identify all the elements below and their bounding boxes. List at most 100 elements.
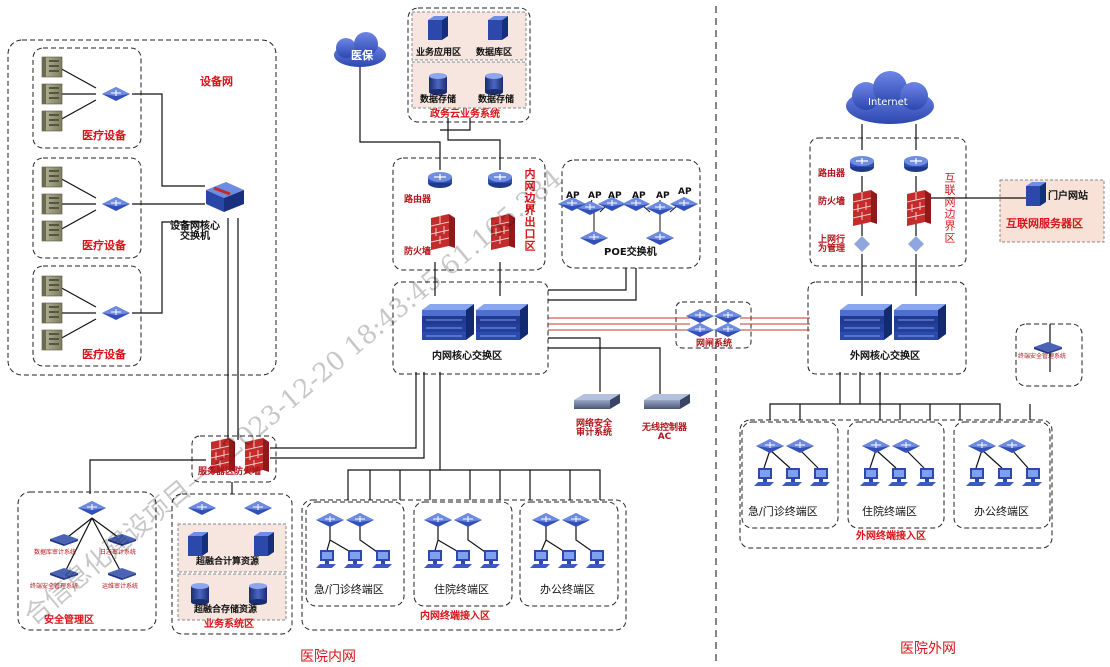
biz-zone-label: 业务系统区	[204, 619, 254, 630]
server-firewall-label: 服务器区防火墙	[198, 467, 262, 477]
sec-mgmt-zone-label: 安全管理区	[44, 615, 94, 626]
medical-device-label: 医疗设备	[82, 348, 126, 361]
router-icon	[903, 155, 929, 173]
hospital-outer-label: 医院外网	[900, 641, 956, 657]
outer-access-zone	[739, 419, 1053, 549]
server-icon	[254, 532, 274, 556]
inner-access-switches	[315, 512, 591, 528]
server-icon	[188, 532, 208, 556]
equipment-network-zone	[7, 39, 277, 376]
term-sec-label: 终端安全管理系统	[30, 583, 79, 590]
router-icon	[849, 155, 875, 173]
outer-access-switches	[755, 438, 1027, 454]
data-store-label: 数据存储	[420, 95, 457, 105]
gateway-icon	[713, 308, 743, 324]
portal-server-icon	[1026, 182, 1046, 206]
core-switch-icon	[421, 303, 475, 341]
ap-label: AP	[566, 191, 580, 201]
medical-device-label: 医疗设备	[82, 239, 126, 252]
wlc-label: 无线控制器 AC	[642, 423, 688, 442]
gov-cloud-zone	[407, 7, 531, 123]
hospital-inner-label: 医院内网	[300, 649, 356, 665]
ap-label: AP	[656, 191, 670, 201]
gateway-icon	[685, 322, 715, 338]
ap-label: AP	[608, 191, 622, 201]
gateway-icon	[713, 322, 743, 338]
biz-app-label: 业务应用区	[416, 48, 462, 58]
db-audit-icon	[50, 534, 78, 546]
outer-inpatient-label: 住院终端区	[862, 505, 917, 518]
database-icon	[429, 73, 447, 95]
switch-icon	[243, 500, 273, 516]
router-label: 路由器	[404, 195, 432, 205]
inet-server-label: 互联网服务器区	[1006, 217, 1083, 230]
switch-icon	[101, 86, 131, 102]
log-audit-label: 日志审计系统	[100, 549, 137, 556]
server-firewall-zone	[191, 435, 277, 483]
core-switch-icon	[839, 303, 893, 341]
server-icon	[488, 16, 508, 40]
netsec-audit-label: 网络安全 审计系统	[576, 419, 613, 438]
outer-core-label: 外网核心交换区	[850, 351, 920, 362]
firewall-icon	[906, 189, 932, 227]
inner-access-pcs	[316, 550, 606, 568]
firewall-label: 防火墙	[404, 247, 432, 257]
yibao-label: 医保	[351, 49, 373, 62]
router-icon	[427, 171, 453, 189]
inner-access-zone	[301, 499, 627, 631]
outer-emergency-label: 急/门诊终端区	[748, 505, 818, 518]
firewall-icon	[852, 189, 878, 227]
database-icon	[249, 583, 267, 605]
outer-boundary-label: 互联网边界区	[943, 172, 956, 244]
inner-access-label: 内网终端接入区	[420, 611, 490, 622]
ap-label: AP	[632, 191, 646, 201]
router-label: 路由器	[818, 169, 846, 179]
ap-label: AP	[588, 191, 602, 201]
portal-label: 门户网站	[1048, 191, 1088, 202]
switch-icon	[101, 196, 131, 212]
internet-label: Internet	[868, 97, 908, 108]
poe-ap-zone	[561, 159, 701, 269]
core-switch-icon	[893, 303, 947, 341]
inner-boundary-label: 内网边界出口区	[523, 168, 536, 252]
gov-cloud-label: 政务云业务系统	[430, 109, 500, 120]
firewall-label: 防火墙	[818, 197, 846, 207]
outer-access-pcs	[754, 468, 1042, 486]
router-icon	[487, 171, 513, 189]
ops-audit-icon	[108, 568, 136, 580]
internet-server-zone	[999, 179, 1105, 243]
switch-icon	[77, 500, 107, 516]
wlc-appliance-icon	[644, 394, 690, 409]
gap-label: 网闸系统	[696, 339, 733, 349]
hci-compute-label: 超融合计算资源	[196, 557, 260, 567]
medical-device-label: 医疗设备	[82, 129, 126, 142]
outer-office-label: 办公终端区	[974, 505, 1029, 518]
inner-office-label: 办公终端区	[540, 583, 595, 596]
database-icon	[485, 73, 503, 95]
behavior-mgmt-icons	[854, 236, 924, 252]
outer-core-zone	[807, 281, 967, 375]
yibao-cloud-icon	[334, 32, 386, 67]
equip-net-label: 设备网	[200, 75, 233, 88]
outer-term-sec-zone	[1015, 323, 1083, 387]
inner-inpatient-label: 住院终端区	[434, 583, 489, 596]
inner-boundary-zone	[392, 157, 546, 271]
data-store-label: 数据存储	[478, 95, 515, 105]
switch-icon	[187, 500, 217, 516]
core-switch-icon	[475, 303, 529, 341]
db-zone-label: 数据库区	[476, 48, 513, 58]
ap-label: AP	[678, 187, 692, 197]
inner-emergency-label: 急/门诊终端区	[314, 583, 384, 596]
internet-cloud-icon	[846, 71, 934, 124]
gap-zone	[675, 301, 752, 349]
medical-device-icons	[41, 56, 63, 351]
behavior-mgmt-label: 上网行 为管理	[818, 235, 846, 254]
outer-term-sec-label: 终端安全管理系统	[1018, 353, 1067, 360]
equip-core-label: 设备网核心 交换机	[170, 221, 220, 242]
audit-appliance-icon	[574, 394, 620, 409]
outer-boundary-zone	[809, 137, 967, 267]
switch-icon	[645, 200, 675, 216]
gateway-icon	[685, 308, 715, 324]
